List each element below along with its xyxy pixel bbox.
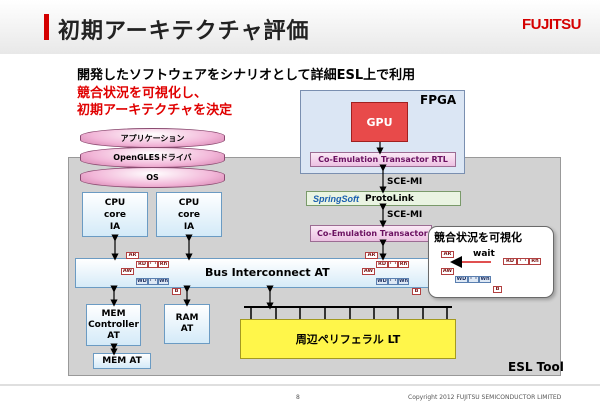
tag-wn: Wn — [398, 278, 409, 285]
tag-wd: WD — [136, 278, 148, 285]
peripheral-bus-taps — [250, 307, 448, 319]
os-layer: OS — [80, 167, 225, 188]
fujitsu-logo: FUJITSU — [522, 16, 582, 33]
springsoft-logo: SpringSoft — [313, 193, 359, 204]
wait-label: wait — [473, 249, 495, 259]
copyright: Copyright 2012 FUJITSU SEMICONDUCTOR LIM… — [408, 394, 562, 401]
tag-aw: AW — [121, 268, 134, 275]
tag-ar: AR — [365, 252, 378, 259]
tag-aw: AW — [441, 268, 454, 275]
gpu-block: GPU — [351, 102, 408, 142]
tag-wn: Wn — [479, 276, 491, 283]
mem-at-block: MEM AT — [93, 353, 151, 369]
title-accent-bar — [44, 14, 49, 40]
tag-dots: ・・ — [517, 258, 529, 265]
mem-controller-line-1: MEM — [101, 308, 126, 319]
tag-dots: ・・ — [388, 278, 398, 285]
slide-title: 初期アーキテクチャ評価 — [58, 19, 310, 44]
tag-rd: RD — [503, 258, 517, 265]
sce-mi-top-label: SCE-MI — [387, 177, 423, 187]
ram-block: RAM AT — [164, 304, 210, 344]
page-number: 8 — [296, 394, 300, 401]
tag-dots: ・・ — [388, 261, 398, 268]
tag-aw: AW — [362, 268, 375, 275]
tag-b: B — [172, 288, 181, 295]
tag-b: B — [412, 288, 421, 295]
tag-dots: ・・ — [148, 261, 158, 268]
callout-title: 競合状況を可視化 — [434, 231, 522, 244]
cpu-core-2-line-3: IA — [183, 221, 195, 232]
cpu-core-1-line-3: IA — [109, 221, 121, 232]
cpu-core-1-line-2: core — [103, 209, 127, 220]
bus-interconnect-label: Bus Interconnect AT — [205, 266, 330, 279]
ram-line-2: AT — [180, 324, 194, 334]
ram-line-1: RAM — [175, 313, 199, 323]
tag-dots: ・・ — [148, 278, 158, 285]
heading-line-1: 開発したソフトウェアをシナリオとして詳細ESL上で利用 — [77, 68, 416, 83]
cpu-core-2: CPU core IA — [156, 192, 222, 237]
mem-controller-line-3: AT — [107, 330, 120, 341]
tag-rn: Rn — [158, 261, 169, 268]
tag-rn: Rn — [529, 258, 541, 265]
esl-tool-label: ESL Tool — [508, 360, 564, 374]
mem-controller-line-2: Controller — [88, 319, 139, 330]
sce-mi-bottom-label: SCE-MI — [387, 210, 423, 220]
tag-wd: WD — [376, 278, 388, 285]
protolink-label: ProtoLink — [365, 193, 414, 204]
cpu-core-2-line-2: core — [177, 209, 201, 220]
tag-ar: AR — [126, 252, 139, 259]
title-bar — [0, 0, 600, 54]
heading-line-2: 競合状況を可視化し、 — [77, 86, 208, 101]
tag-b: B — [493, 286, 502, 293]
fpga-label: FPGA — [420, 93, 457, 107]
heading-line-3: 初期アーキテクチャを決定 — [77, 103, 233, 118]
tag-wd: WD — [455, 276, 468, 283]
tag-rn: Rn — [398, 261, 409, 268]
peripheral-block: 周辺ペリフェラル LT — [240, 319, 456, 359]
cpu-core-1-line-1: CPU — [104, 197, 126, 208]
tag-rd: RD — [136, 261, 148, 268]
tag-dots: ・・ — [468, 276, 479, 283]
mem-controller-block: MEM Controller AT — [86, 304, 141, 346]
tag-wn: Wn — [158, 278, 169, 285]
tag-ar: AR — [441, 251, 454, 258]
cpu-core-1: CPU core IA — [82, 192, 148, 237]
tag-rd: RD — [376, 261, 388, 268]
cpu-core-2-line-1: CPU — [178, 197, 200, 208]
